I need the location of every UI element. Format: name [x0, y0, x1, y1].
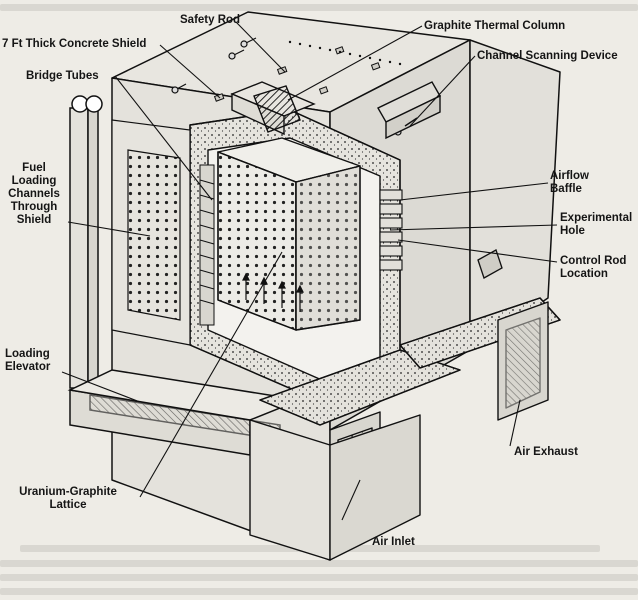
label-loading-elevator: Loading Elevator [5, 348, 51, 373]
label-channel-scanning-device: Channel Scanning Device [477, 50, 618, 62]
graphite-thermal-column [230, 81, 316, 136]
top-rail [288, 40, 402, 66]
background-text-line [0, 588, 638, 595]
label-fuel-loading-channels: Fuel Loading Channels Through Shield [8, 162, 60, 226]
air-channels [249, 297, 561, 561]
uranium-graphite-lattice [217, 137, 361, 331]
fuel-loading-face [111, 119, 191, 346]
leader-lines [61, 21, 558, 521]
label-experimental-hole: Experimental Hole [560, 212, 633, 237]
channel-scanning-device [377, 81, 441, 140]
label-safety-rod: Safety Rod [180, 14, 241, 26]
background-text-line [0, 4, 638, 11]
label-graphite-thermal-column: Graphite Thermal Column [424, 20, 566, 32]
label-air-inlet: Air Inlet [372, 536, 415, 548]
control-rod-stack [379, 189, 403, 271]
experimental-hole-plug [477, 249, 503, 279]
airflow-arrows [242, 272, 304, 312]
background-text-line [0, 560, 638, 567]
label-airflow-baffle: Airflow Baffle [550, 170, 589, 195]
label-air-exhaust: Air Exhaust [514, 446, 578, 458]
background-text-line [0, 574, 638, 581]
label-uranium-graphite-lattice: Uranium-Graphite Lattice [19, 486, 117, 511]
label-concrete-shield: 7 Ft Thick Concrete Shield [2, 38, 147, 50]
label-control-rod-location: Control Rod Location [560, 255, 627, 280]
label-bridge-tubes: Bridge Tubes [26, 70, 99, 82]
bridge-tubes [199, 164, 215, 326]
